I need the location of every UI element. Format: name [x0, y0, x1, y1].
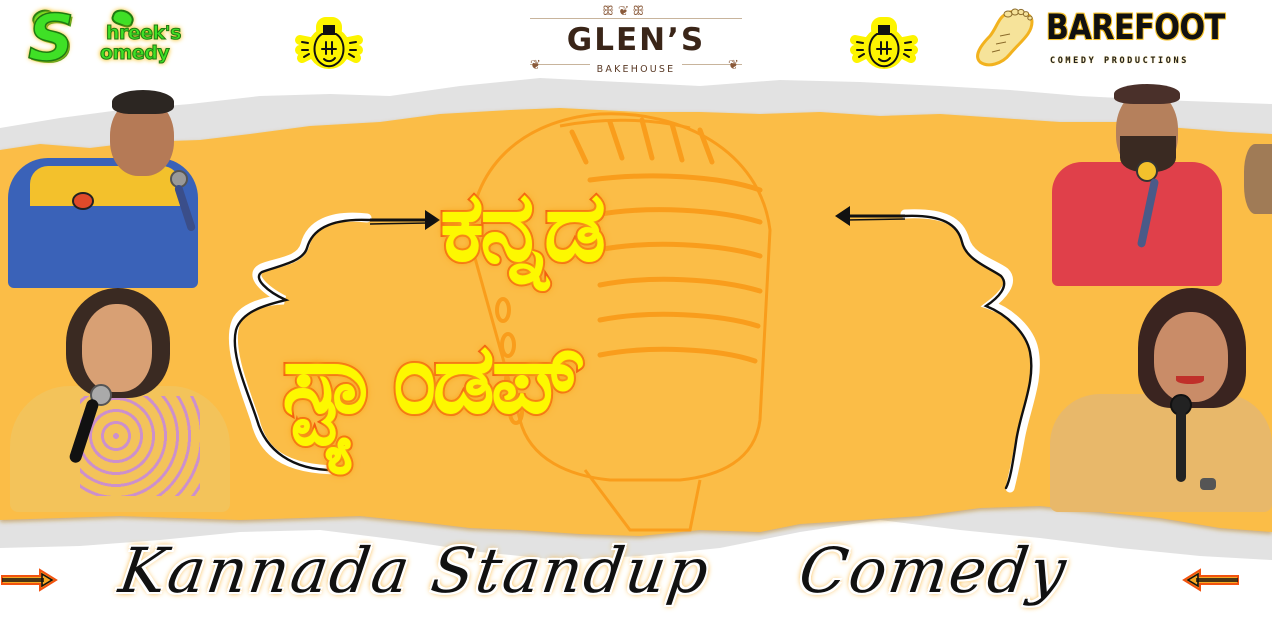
- divider: [530, 18, 742, 19]
- performer-face: [82, 304, 152, 392]
- tagline-word-comedy: Comedy: [794, 534, 1073, 607]
- lightbulb-icon: [295, 17, 363, 69]
- lightbulb-icon: [850, 17, 918, 69]
- barefoot-logo-title: BAREFOOT: [1046, 8, 1225, 48]
- lightbulb-logo-right: [847, 12, 921, 72]
- watch-icon: [1200, 478, 1216, 490]
- shreeks-logo-line1: hreek's: [106, 22, 182, 45]
- glens-bakehouse-logo: ꕥ ❦ ꕥ GLEN’S BAKEHOUSE ❦ ❦: [528, 4, 744, 78]
- glens-logo-title: GLEN’S: [566, 22, 706, 58]
- performer-bottom-left: [0, 286, 240, 514]
- performer-hair: [112, 90, 174, 114]
- performer-top-left: [0, 86, 230, 296]
- left-swirl-arrow-icon: [228, 210, 440, 475]
- kurta-embroidery: [80, 396, 200, 496]
- shreeks-logo-letter: S: [27, 1, 75, 77]
- arrow-left-icon: [1182, 568, 1239, 592]
- lightbulb-logo-left: [292, 12, 366, 72]
- barefoot-comedy-logo: BAREFOOT COMEDY PRODUCTIONS: [970, 6, 1240, 72]
- ornament-icon: ❦: [530, 58, 541, 73]
- tagline-word-kannada: Kannada: [114, 534, 416, 607]
- microphone-outline-icon: [468, 112, 772, 532]
- microphone-handle: [1176, 410, 1186, 482]
- performer-top-right: [1040, 84, 1272, 286]
- kannada-title-line2: ಸ್ಟ್ಯಾಂಡಪ್: [280, 322, 587, 436]
- microphone-icon: [1136, 160, 1158, 182]
- foot-icon: [976, 8, 1034, 67]
- shreeks-comedy-logo: S hreek's omedy: [20, 1, 210, 77]
- shirt-logo-icon: [72, 192, 94, 210]
- performer-vest: [1052, 162, 1222, 286]
- tagline-word-standup: Standup: [426, 534, 715, 607]
- right-swirl-arrow-icon: [835, 206, 1040, 493]
- performer-smile: [1176, 376, 1204, 384]
- glens-logo-subtitle: BAKEHOUSE: [596, 64, 676, 75]
- ornament-icon: ꕥ ❦ ꕥ: [602, 4, 645, 19]
- kannada-title-line1: ಕನ್ನಡ: [438, 170, 608, 284]
- performer-hair: [1114, 84, 1180, 104]
- arrow-right-icon: [1, 568, 58, 592]
- barefoot-logo-subtitle: COMEDY PRODUCTIONS: [1050, 56, 1189, 66]
- performer-bottom-right: [1050, 284, 1272, 514]
- divider: [682, 64, 742, 65]
- performer-face: [1154, 312, 1228, 402]
- shreeks-logo-line2: omedy: [99, 42, 170, 65]
- divider: [530, 64, 590, 65]
- performer-top: [1050, 394, 1272, 512]
- performer-partial-right: [1244, 144, 1272, 214]
- ornament-icon: ❦: [728, 58, 739, 73]
